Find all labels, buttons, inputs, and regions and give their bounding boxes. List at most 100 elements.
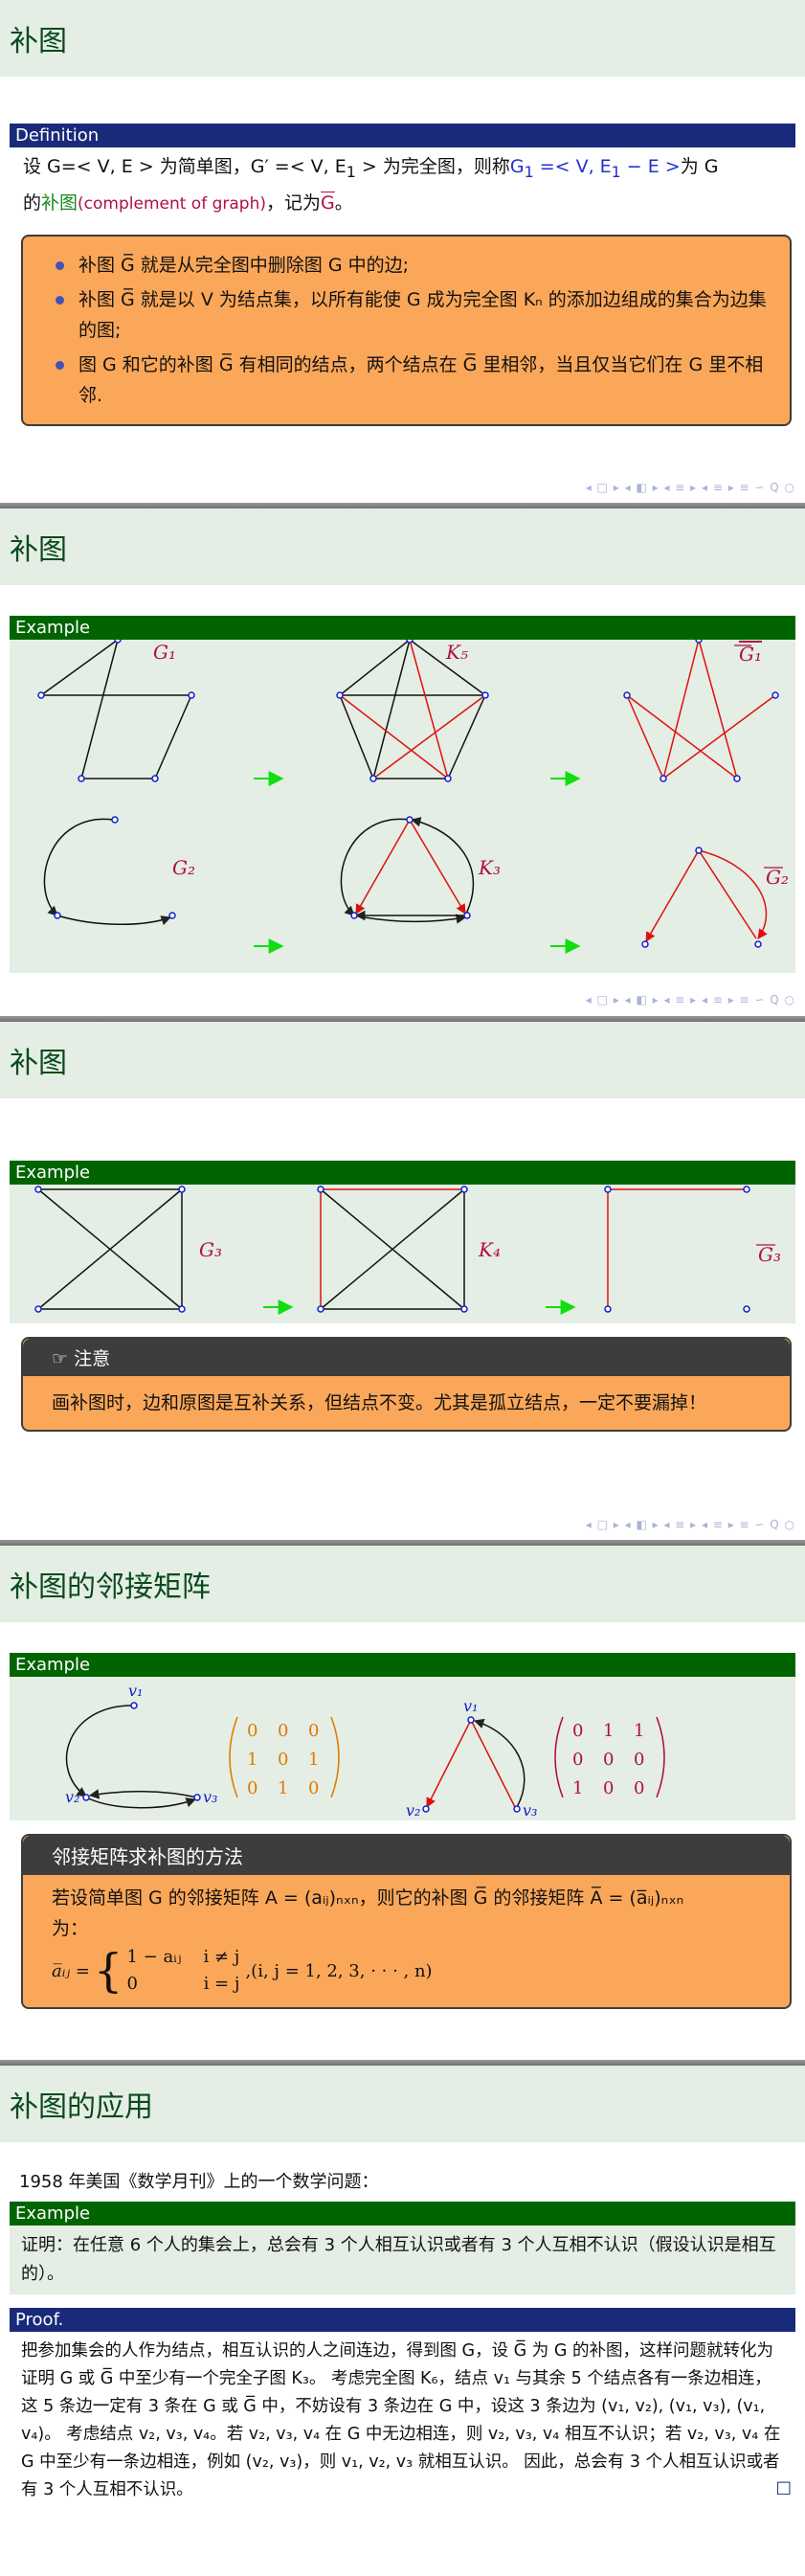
node-label-v3: v₃ [523, 1801, 537, 1819]
slide-complement-application: 补图的应用 1958 年美国《数学月刊》上的一个数学问题： Example 证明… [0, 2066, 805, 2576]
formula-cases: 1 − aᵢⱼ i ≠ j 0 i = j [126, 1944, 239, 1998]
label-g1: G₁ [153, 641, 176, 664]
slide-title: 补图 [0, 0, 805, 77]
matrix-a-complement: 0 1 1 0 0 0 1 0 0 [554, 1716, 665, 1798]
method-block: 邻接矩阵求补图的方法 若设简单图 G 的邻接矩阵 A = (aᵢⱼ)ₙₓₙ，则它… [21, 1834, 792, 2009]
matrix-cell: 0 [278, 1750, 288, 1770]
example-header: Example [10, 616, 795, 640]
matrix-cell: 1 [634, 1721, 644, 1741]
slide-title: 补图的应用 [0, 2066, 805, 2142]
matrix-cell: 0 [278, 1721, 288, 1741]
node-label-v2: v₂ [406, 1801, 420, 1819]
isolated-node-figure: G₃ K₄ G₃ [34, 1186, 781, 1315]
node-label-v1: v₁ [128, 1682, 143, 1700]
matrix-cell: 0 [634, 1750, 644, 1770]
g2-complement-nodes [641, 847, 762, 948]
adjacency-matrix-figure: v₁ v₂ v₃ 0 0 0 1 0 1 0 1 0 [65, 1682, 665, 1819]
bullet-list: 补图 G̅ 就是从完全图中删除图 G 中的边; 补图 G̅ 就是以 V 为结点集… [23, 237, 790, 424]
nav-controls[interactable]: ◂ □ ▸ ◂ ◧ ▸ ◂ ≡ ▸ ◂ ≡ ▸ ≡ ∽ Q ○ [585, 1518, 795, 1531]
label-g2-complement: G₂ [766, 866, 789, 889]
slide-separator [0, 2060, 805, 2066]
graph-g [65, 1705, 198, 1809]
matrix-cell: 1 [603, 1721, 614, 1741]
method-body: 若设简单图 G 的邻接矩阵 A = (aᵢⱼ)ₙₓₙ，则它的补图 G̅ 的邻接矩… [23, 1875, 790, 2007]
example-header: Example [10, 1653, 795, 1677]
g3-nodes [34, 1186, 186, 1313]
method-text: 为： [52, 1918, 89, 1939]
proof-text: 把参加集会的人作为结点，相互认识的人之间连边，得到图 G，设 G̅ 为 G 的补… [21, 2341, 781, 2499]
matrix-cell: 0 [247, 1721, 257, 1741]
matrix-cell: 0 [308, 1721, 319, 1741]
label-g3: G₃ [199, 1238, 222, 1261]
definition-complement-formula: G1 =< V, E1 − E > [510, 156, 681, 181]
label-g1-complement: G₁ [739, 643, 762, 666]
graph-g1 [40, 639, 192, 780]
matrix-a: 0 0 0 1 0 1 0 1 0 [229, 1716, 340, 1798]
slide-complement-examples: 补图 Example G₁ [0, 508, 805, 1016]
example-body: 证明：在任意 6 个人的集会上，总会有 3 个人相互认识或者有 3 个人互相不认… [10, 2226, 795, 2294]
node-label-v1: v₁ [463, 1697, 478, 1715]
definition-text: 的 [23, 192, 42, 214]
formula-sub: 1 [524, 162, 534, 181]
definition-text: 设 G=< V, E > 为简单图，G′ =< V, E [23, 156, 347, 177]
label-g3-complement: G₃ [758, 1243, 781, 1266]
g-nodes [82, 1702, 201, 1801]
slide-title: 补图 [0, 1022, 805, 1098]
proof-header: Proof. [10, 2308, 795, 2332]
matrix-cell: 0 [572, 1750, 583, 1770]
gbar-symbol: G [321, 192, 335, 214]
example-body: G₃ K₄ G₃ [10, 1185, 795, 1323]
graph-k3 [340, 817, 475, 924]
nav-controls[interactable]: ◂ □ ▸ ◂ ◧ ▸ ◂ ≡ ▸ ◂ ≡ ▸ ≡ ∽ Q ○ [585, 993, 795, 1006]
g2-nodes [54, 816, 176, 919]
graph-k5 [339, 639, 486, 780]
node-label-v2: v₂ [65, 1788, 79, 1806]
graph-g2-complement [645, 849, 768, 942]
g3-complement-nodes [604, 1186, 750, 1313]
proof-body: 把参加集会的人作为结点，相互认识的人之间连边，得到图 G，设 G̅ 为 G 的补… [10, 2332, 795, 2510]
definition-text: > 为完全图，则称 [355, 156, 510, 177]
matrix-bracket [330, 1716, 340, 1798]
matrix-cell: 0 [634, 1778, 644, 1798]
example-body: v₁ v₂ v₃ 0 0 0 1 0 1 0 1 0 [10, 1677, 795, 1820]
example-header: Example [10, 2202, 795, 2226]
slide-complement-definition: 补图 Definition 设 G=< V, E > 为简单图，G′ =< V,… [0, 0, 805, 503]
formula-rest: =< V, E [533, 156, 612, 177]
term-english: (complement of graph) [78, 193, 266, 214]
graph-k4 [320, 1188, 465, 1310]
matrix-bracket [656, 1716, 665, 1798]
slide-separator [0, 1540, 805, 1546]
matrix-bracket [554, 1716, 564, 1798]
g1-nodes [37, 636, 195, 782]
graph-g-complement [426, 1718, 525, 1808]
definition-text: ，记为 [266, 192, 322, 214]
matrix-cell: 0 [247, 1778, 257, 1798]
g1-complement-nodes [623, 636, 779, 782]
definition-header: Definition [10, 124, 795, 147]
slide-separator [0, 1016, 805, 1022]
label-k3: K₃ [478, 856, 501, 879]
matrix-cell: 0 [603, 1750, 614, 1770]
k4-nodes [317, 1186, 468, 1313]
matrix-cell: 1 [308, 1750, 319, 1770]
term-complement: 补图 [41, 192, 78, 214]
matrix-bracket [229, 1716, 238, 1798]
definition-text: 。 [334, 192, 353, 214]
example-body: G₁ K₅ [10, 636, 795, 973]
slide-title: 补图 [0, 508, 805, 585]
graph-g1-complement [626, 639, 776, 780]
example-header: Example [10, 1161, 795, 1185]
bullet-item: 补图 G̅ 就是以 V 为结点集，以所有能使 G 成为完全图 Kₙ 的添加边组成… [56, 284, 771, 346]
complement-graphs-figure: G₁ K₅ [37, 636, 789, 954]
matrix-cell: 0 [308, 1778, 319, 1798]
graph-g2 [43, 818, 171, 926]
slide-title: 补图的邻接矩阵 [0, 1546, 805, 1622]
qed-icon: □ [775, 2478, 792, 2497]
slide-separator [0, 503, 805, 508]
note-header: ☞ 注意 [23, 1339, 790, 1376]
graph-g3 [37, 1188, 183, 1310]
graph-g3-complement [607, 1188, 747, 1309]
nav-controls[interactable]: ◂ □ ▸ ◂ ◧ ▸ ◂ ≡ ▸ ◂ ≡ ▸ ≡ ∽ Q ○ [585, 481, 795, 494]
slide-complement-isolated-nodes: 补图 Example G₃ [0, 1022, 805, 1540]
definition-subscript: 1 [346, 162, 356, 181]
